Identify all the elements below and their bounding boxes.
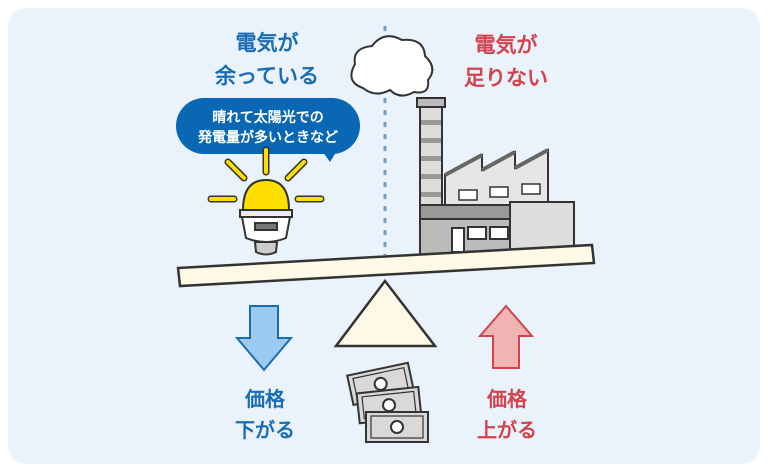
- smoke-cloud-icon: [350, 35, 434, 97]
- bubble-line2: 発電量が多いときなど: [197, 129, 338, 146]
- left-price-line1: 価格: [244, 387, 286, 411]
- right-heading-line1: 電気が: [475, 33, 538, 57]
- speech-bubble: 晴れて太陽光での 発電量が多いときなど: [176, 98, 360, 162]
- balance-beam: [176, 243, 596, 288]
- left-heading-line2: 余っている: [214, 64, 319, 88]
- balance-fulcrum: [333, 278, 438, 348]
- right-heading-line2: 足りない: [464, 66, 548, 90]
- bubble-line1: 晴れて太陽光での: [212, 109, 324, 126]
- right-price-line2: 上がる: [477, 418, 537, 442]
- left-heading-line1: 電気が: [236, 31, 299, 55]
- light-bulb-icon: [207, 146, 325, 256]
- arrow-up-icon: [477, 304, 535, 369]
- right-price-line1: 価格: [486, 387, 528, 411]
- money-bills-icon: [346, 361, 429, 443]
- arrow-down-icon: [234, 305, 294, 372]
- left-price-line2: 下がる: [235, 418, 295, 442]
